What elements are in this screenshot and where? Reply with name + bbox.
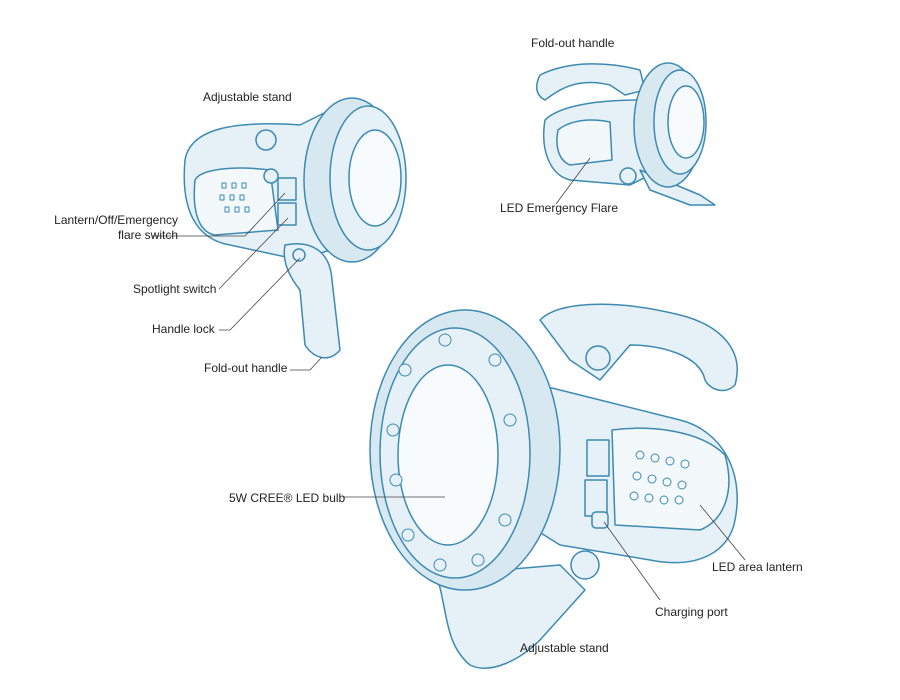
spotlight-side-view — [183, 97, 407, 359]
label-handle-lock: Handle lock — [152, 322, 215, 336]
label-lantern-switch: Lantern/Off/Emergency flare switch — [30, 213, 178, 243]
label-charging-port: Charging port — [655, 605, 728, 619]
label-fold-out-handle-left: Fold-out handle — [204, 361, 288, 375]
label-led-bulb: 5W CREE® LED bulb — [229, 491, 346, 505]
leader-lines — [152, 157, 746, 601]
label-fold-out-handle-top: Fold-out handle — [531, 36, 615, 50]
label-adjustable-stand-top: Adjustable stand — [203, 90, 292, 104]
spotlight-rear-view — [535, 62, 716, 206]
label-lantern-switch-line1: Lantern/Off/Emergency — [54, 213, 178, 227]
label-lantern-switch-line2: flare switch — [117, 228, 178, 242]
label-spotlight-switch: Spotlight switch — [133, 282, 217, 296]
label-led-area-lantern: LED area lantern — [712, 560, 803, 574]
spotlight-front-view — [369, 303, 738, 669]
label-adjustable-stand-bottom: Adjustable stand — [520, 641, 609, 655]
label-led-emergency-flare: LED Emergency Flare — [500, 201, 619, 215]
